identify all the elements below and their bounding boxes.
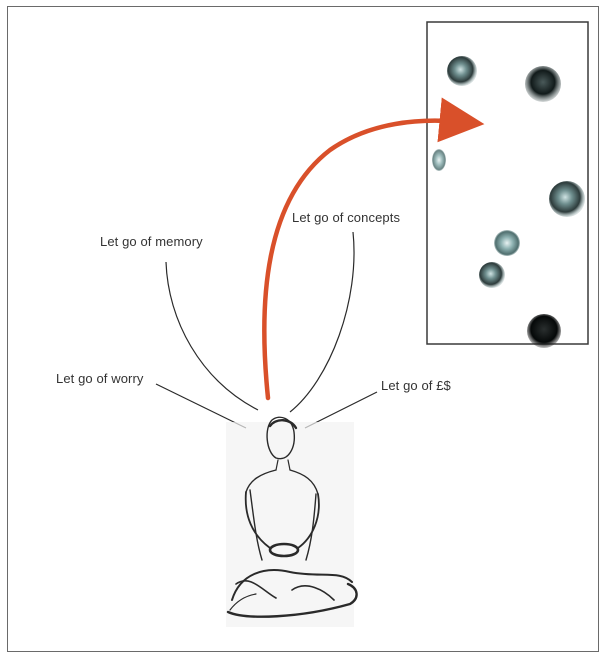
label-let-go-of-worry: Let go of worry	[56, 371, 144, 386]
ink-dot	[527, 314, 561, 348]
ink-dot	[432, 149, 446, 171]
ink-dots-panel	[427, 22, 588, 348]
meditating-figure-sketch	[226, 417, 357, 627]
ink-dot	[479, 262, 505, 288]
ink-dot	[525, 66, 561, 102]
label-let-go-of-memory: Let go of memory	[100, 234, 203, 249]
memory-line	[166, 262, 258, 410]
concepts-line	[290, 232, 354, 412]
ink-dot	[549, 181, 585, 217]
worry-line	[156, 384, 246, 428]
ink-dot	[447, 56, 477, 86]
ink-dot	[494, 230, 520, 256]
label-let-go-of-concepts: Let go of concepts	[292, 210, 400, 225]
label-let-go-of-money: Let go of £$	[381, 378, 451, 393]
